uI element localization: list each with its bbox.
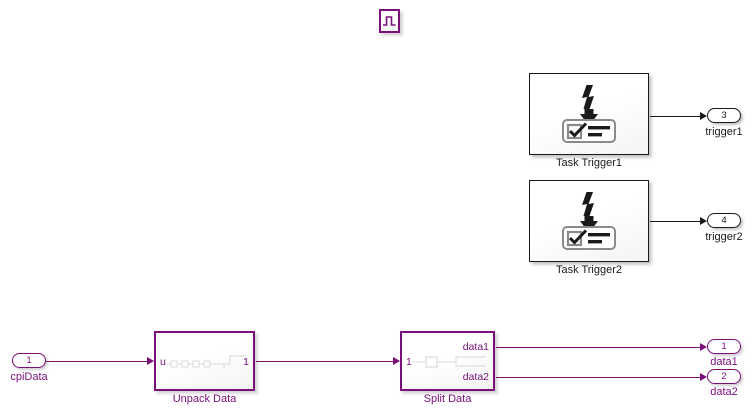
unpack-data-caption: Unpack Data xyxy=(172,393,237,405)
output-port-data1[interactable]: 1 xyxy=(707,339,741,354)
output-port-trigger2[interactable]: 4 xyxy=(707,213,741,228)
output-port-data1-label: data1 xyxy=(710,356,738,368)
wire-arrowhead xyxy=(147,356,154,365)
wire-trigger2-to-port xyxy=(650,221,700,222)
output-port-trigger1-label: trigger1 xyxy=(705,126,743,138)
output-port-data2-label: data2 xyxy=(710,386,738,398)
unpack-output-label: 1 xyxy=(243,356,249,368)
unpack-data-block[interactable]: u 1 xyxy=(154,331,255,391)
output-port-trigger1[interactable]: 3 xyxy=(707,108,741,123)
task-trigger-2-block[interactable] xyxy=(529,180,649,262)
unpack-signal-icon xyxy=(156,333,253,389)
wire-split-data1-to-port xyxy=(496,347,700,348)
input-port-cpidata-label: cpiData xyxy=(10,371,48,383)
task-trigger-icon xyxy=(530,74,648,154)
wire-arrowhead xyxy=(700,111,707,120)
task-trigger-1-block[interactable] xyxy=(529,73,649,155)
split-input-label: 1 xyxy=(406,356,412,368)
square-pulse-icon xyxy=(381,11,398,31)
output-port-trigger2-label: trigger2 xyxy=(705,231,743,243)
split-data-caption: Split Data xyxy=(423,393,472,405)
task-trigger-1-caption: Task Trigger1 xyxy=(555,157,623,169)
wire-split-data2-to-port xyxy=(496,377,700,378)
port-number: 1 xyxy=(26,354,32,366)
wire-trigger1-to-port xyxy=(650,116,700,117)
output-port-data2[interactable]: 2 xyxy=(707,369,741,384)
pulse-generator-block[interactable] xyxy=(379,9,400,33)
port-number: 2 xyxy=(721,370,727,382)
wire-cpidata-to-unpack xyxy=(46,361,147,362)
wire-arrowhead xyxy=(700,216,707,225)
wire-arrowhead xyxy=(700,342,707,351)
input-port-cpidata[interactable]: 1 xyxy=(12,353,46,368)
split-output-label-data2: data2 xyxy=(462,371,489,383)
port-number: 3 xyxy=(721,109,727,121)
unpack-input-label: u xyxy=(160,356,166,368)
task-trigger-icon xyxy=(530,181,648,261)
wire-arrowhead xyxy=(700,372,707,381)
split-output-label-data1: data1 xyxy=(462,341,489,353)
split-data-block[interactable]: 1 data1 data2 xyxy=(400,331,495,391)
wire-arrowhead xyxy=(393,356,400,365)
wire-unpack-to-split xyxy=(256,361,393,362)
port-number: 1 xyxy=(721,340,727,352)
task-trigger-2-caption: Task Trigger2 xyxy=(555,264,623,276)
port-number: 4 xyxy=(721,214,727,226)
split-signal-icon xyxy=(402,333,493,389)
